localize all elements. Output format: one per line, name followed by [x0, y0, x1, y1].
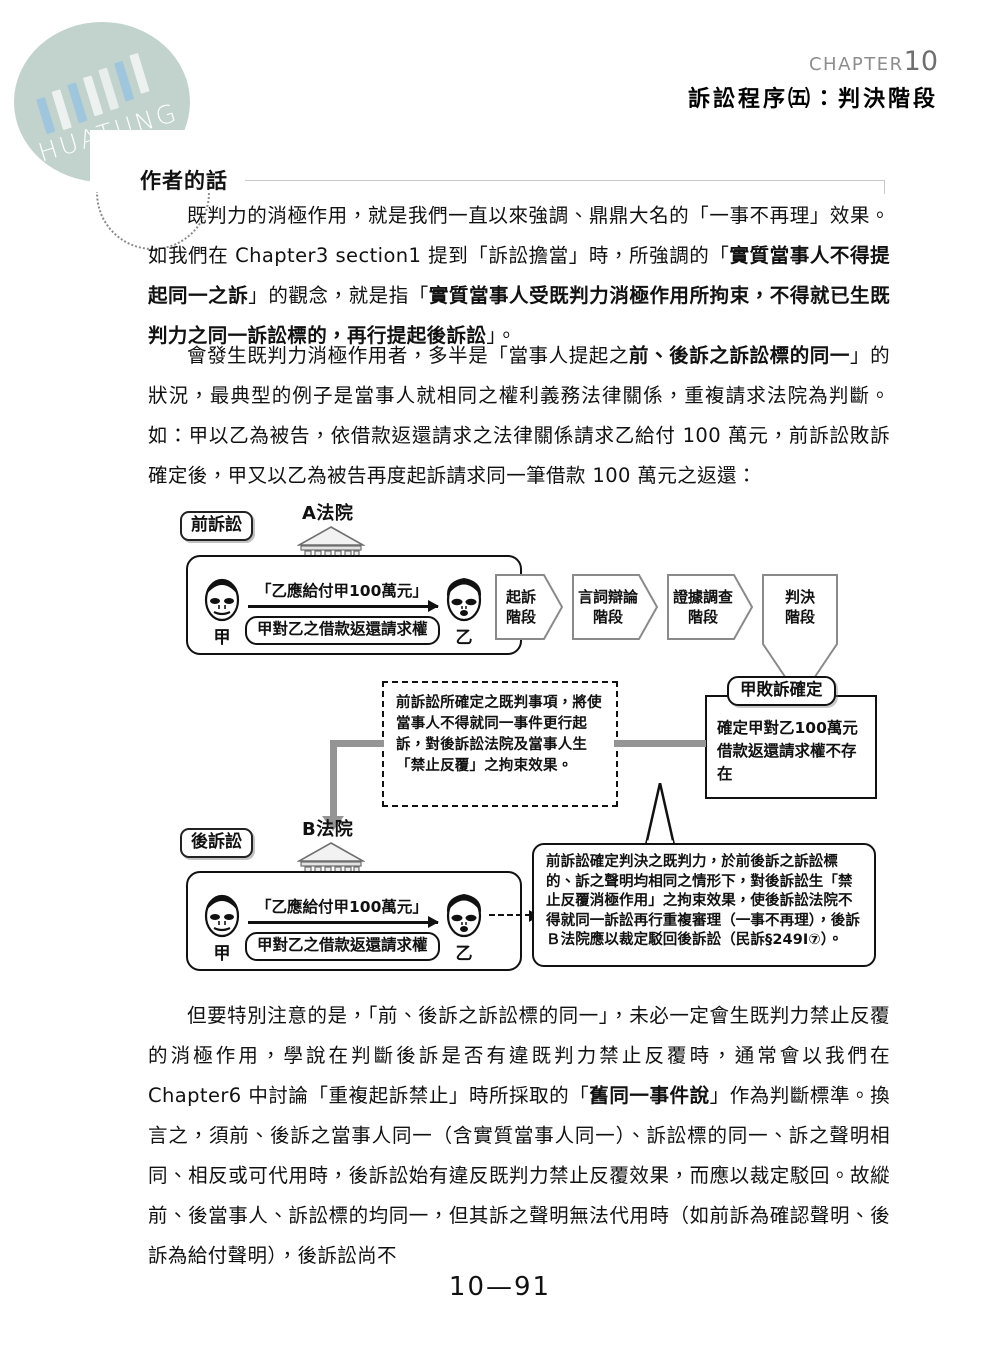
later-suit-note-text: 前訴訟確定判決之既判力，於前後訴之訴訟標的、訴之聲明均相同之情形下，對後訴訟生「…: [546, 854, 860, 948]
stage-chevron-3: [667, 574, 753, 640]
prior-result-box: 確定甲對乙100萬元借款返還請求權不存在: [705, 695, 877, 799]
claim-basis-pill: 甲對乙之借款返還請求權: [245, 616, 440, 645]
defendant-label: 乙: [455, 628, 473, 648]
section-heading: 作者的話: [140, 169, 228, 193]
prior-result-badge: 甲敗訴確定: [727, 676, 836, 706]
heading-rule-end: [884, 180, 885, 194]
claim-arrow: [248, 600, 439, 612]
p1-part-c: 」的觀念，就是指「: [248, 284, 429, 307]
res-judicata-note-box: 前訴訟所確定之既判事項，將使當事人不得就同一事件更行起訴，對後訴訟法院及當事人生…: [382, 681, 618, 807]
p3-part-a: 但要特別注意的是，「前、後訴之訴訟標的同一」，未必一定會生既判力禁止反覆的消極作…: [148, 1004, 890, 1107]
prior-result-text: 確定甲對乙100萬元借款返還請求權不存在: [717, 719, 858, 783]
connector-line-vertical: [330, 740, 337, 818]
p2-part-b: 前、後訴之訴訟標的同一: [629, 344, 850, 367]
p2-part-a: 會發生既判力消極作用者，多半是「當事人提起之: [187, 344, 629, 367]
stage-chevron-2: [572, 574, 658, 640]
chapter-word: CHAPTER: [808, 54, 904, 75]
paragraph-2: 會發生既判力消極作用者，多半是「當事人提起之前、後訴之訴訟標的同一」的狀況，最典…: [148, 336, 890, 496]
stage-chevron-4-with-down-arrow: [762, 574, 838, 701]
stage-label-3: 證據調查 階段: [672, 588, 733, 626]
connector-line-horizontal-left: [330, 740, 384, 747]
later-suit-note-box: 前訴訟確定判決之既判力，於前後訴之訴訟標的、訴之聲明均相同之情形下，對後訴訟生「…: [532, 843, 876, 967]
defendant-face-icon: [446, 578, 482, 622]
defendant-label-2: 乙: [455, 944, 473, 964]
stage-label-1: 起訴 階段: [505, 588, 536, 626]
heading-rule: [245, 180, 885, 181]
connector-line-horizontal-right: [614, 740, 706, 747]
res-judicata-note-text: 前訴訟所確定之既判事項，將使當事人不得就同一事件更行起訴，對後訴訟法院及當事人生…: [396, 695, 602, 774]
p2-part-c: 」的狀況，最典型的例子是當事人就相同之權利義務法律關係，重複請求法院為判斷。如：…: [148, 344, 890, 487]
paragraph-3: 但要特別注意的是，「前、後訴之訴訟標的同一」，未必一定會生既判力禁止反覆的消極作…: [148, 996, 890, 1276]
prior-suit-tag: 前訴訟: [180, 511, 253, 541]
p1-part-d: 實質當事人受既判力消極作用所拘束，不得就已生既判力之同一訴訟標的，再行提起後訴訟: [148, 284, 890, 347]
page-number: 10—91: [448, 1272, 552, 1302]
paragraph-1: 既判力的消極作用，就是我們一直以來強調、鼎鼎大名的「一事不再理」效果。如我們在 …: [148, 196, 890, 356]
p1-part-a: 既判力的消極作用，就是我們一直以來強調、鼎鼎大名的「一事不再理」效果。如我們在 …: [148, 204, 890, 267]
p3-part-c: 」作為判斷標準。換言之，須前、後訴之當事人同一（含實質當事人同一）、訴訟標的同一…: [148, 1084, 890, 1267]
later-suit-tag: 後訴訟: [180, 828, 253, 858]
plaintiff-face-icon-2: [204, 894, 240, 938]
p1-part-b: 實質當事人不得提起同一之訴: [148, 244, 890, 307]
page-header: CHAPTER10 訴訟程序㈤：判決階段: [688, 46, 938, 113]
page-title: 訴訟程序㈤：判決階段: [687, 87, 938, 112]
claim-quote-text-2: 「乙應給付甲100萬元」: [256, 898, 428, 916]
dashed-connector-to-note: [489, 910, 539, 922]
claim-basis-pill-2: 甲對乙之借款返還請求權: [245, 932, 440, 961]
court-b-label: B法院: [302, 819, 354, 840]
p1-part-e: 」。: [486, 324, 517, 347]
connector-arrow-down: [322, 816, 344, 831]
defendant-face-icon-2: [446, 894, 482, 938]
res-judicata-diagram: 前訴訟 A法院 甲: [0, 495, 1000, 985]
stage-label-4: 判決 階段: [784, 588, 815, 626]
court-a-label: A法院: [302, 503, 354, 524]
chapter-number: 10: [903, 46, 938, 77]
plaintiff-face-icon: [204, 578, 240, 622]
claim-arrow-2: [248, 916, 439, 928]
plaintiff-label: 甲: [213, 628, 231, 648]
chapter-label: CHAPTER10: [688, 46, 938, 77]
claim-quote-text: 「乙應給付甲100萬元」: [256, 582, 428, 600]
stage-chevron-1: [495, 574, 563, 640]
p3-part-b: 舊同一事件說: [589, 1084, 710, 1107]
arc-mask: [90, 130, 220, 192]
plaintiff-label-2: 甲: [213, 944, 231, 964]
stage-label-2: 言詞辯論 階段: [577, 588, 638, 626]
note-pointer-tail: [644, 783, 676, 847]
